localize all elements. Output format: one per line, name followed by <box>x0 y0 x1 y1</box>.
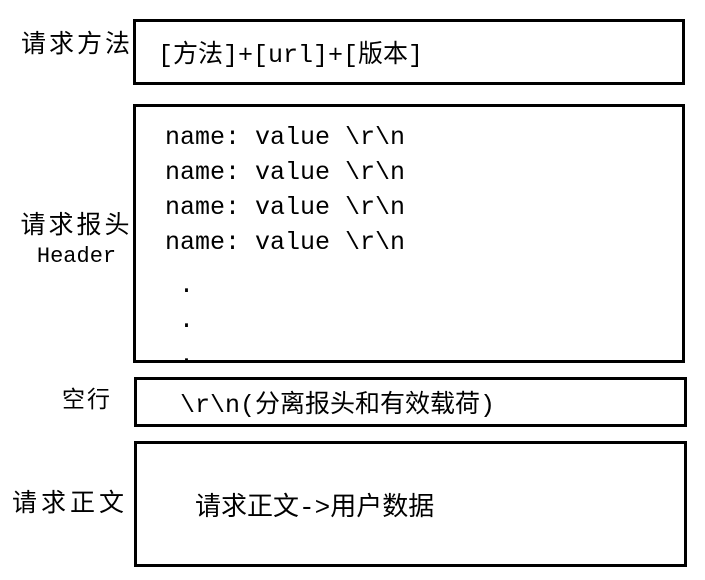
request-line-text: [方法]+[url]+[版本] <box>158 41 424 70</box>
label-request-body: 请求正文 <box>11 490 128 519</box>
header-ellipsis-dot: . <box>179 341 195 370</box>
header-line: name: value \r\n <box>165 228 406 257</box>
header-ellipsis: . . . <box>165 268 682 373</box>
label-request-header: 请求报头 <box>20 212 133 241</box>
request-line-box: [方法]+[url]+[版本] <box>133 19 685 85</box>
header-ellipsis-dot: . <box>179 271 195 300</box>
request-body-box: 请求正文->用户数据 <box>134 441 687 567</box>
label-request-header-en: Header <box>36 244 117 269</box>
label-request-method: 请求方法 <box>20 31 133 60</box>
blank-line-box: \r\n(分离报头和有效载荷) <box>134 377 687 427</box>
header-line: name: value \r\n <box>165 193 406 222</box>
header-ellipsis-dot: . <box>179 306 195 335</box>
request-body-text: 请求正文->用户数据 <box>195 492 435 523</box>
blank-line-text: \r\n(分离报头和有效载荷) <box>180 391 496 420</box>
label-blank-line: 空行 <box>62 388 112 414</box>
request-headers-box: name: value \r\n name: value \r\n name: … <box>133 104 685 370</box>
label-request-header-block: 请求报头 Header <box>14 212 139 272</box>
header-line: name: value \r\n <box>165 158 406 187</box>
header-line: name: value \r\n <box>165 123 406 152</box>
header-lines: name: value \r\n name: value \r\n name: … <box>165 120 682 260</box>
